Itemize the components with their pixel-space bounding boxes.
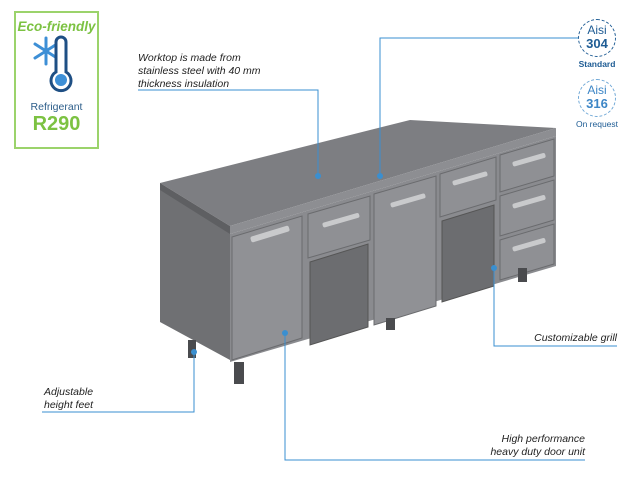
counter-cabinet (160, 120, 556, 384)
aisi-304-badge: Aisi 304 (578, 19, 616, 57)
refrigerant-label: Refrigerant (30, 101, 83, 113)
callout-dots (191, 173, 497, 355)
refrigerant-value: R290 (32, 113, 81, 135)
worktop-callout: Worktop is made from stainless steel wit… (138, 52, 261, 91)
aisi-grade: 316 (586, 96, 608, 111)
aisi-label: Aisi (587, 23, 607, 37)
aisi-grade: 304 (586, 36, 608, 51)
aisi-316-badge: Aisi 316 (578, 79, 616, 117)
aisi-304-caption: Standard (578, 59, 616, 69)
grill-callout: Customizable grill (534, 332, 617, 344)
callout-line: stainless steel with 40 mm (138, 65, 261, 77)
callout-lines (42, 37, 617, 461)
eco-friendly-badge: Eco-friendly Refrigerant R290 (14, 11, 99, 149)
door-unit-callout: High performance heavy duty door unit (490, 433, 585, 459)
aisi-label: Aisi (587, 83, 607, 97)
snowflake-thermometer-icon (33, 35, 72, 93)
callout-line: High performance (501, 433, 585, 445)
feet-callout: Adjustable height feet (44, 386, 93, 412)
callout-line: thickness insulation (138, 78, 230, 90)
callout-line: height feet (44, 399, 94, 411)
callout-line: heavy duty door unit (490, 446, 585, 458)
eco-title: Eco-friendly (17, 19, 96, 34)
callout-line: Adjustable (44, 386, 94, 398)
callout-line: Worktop is made from (138, 52, 241, 64)
aisi-316-caption: On request (575, 119, 619, 129)
